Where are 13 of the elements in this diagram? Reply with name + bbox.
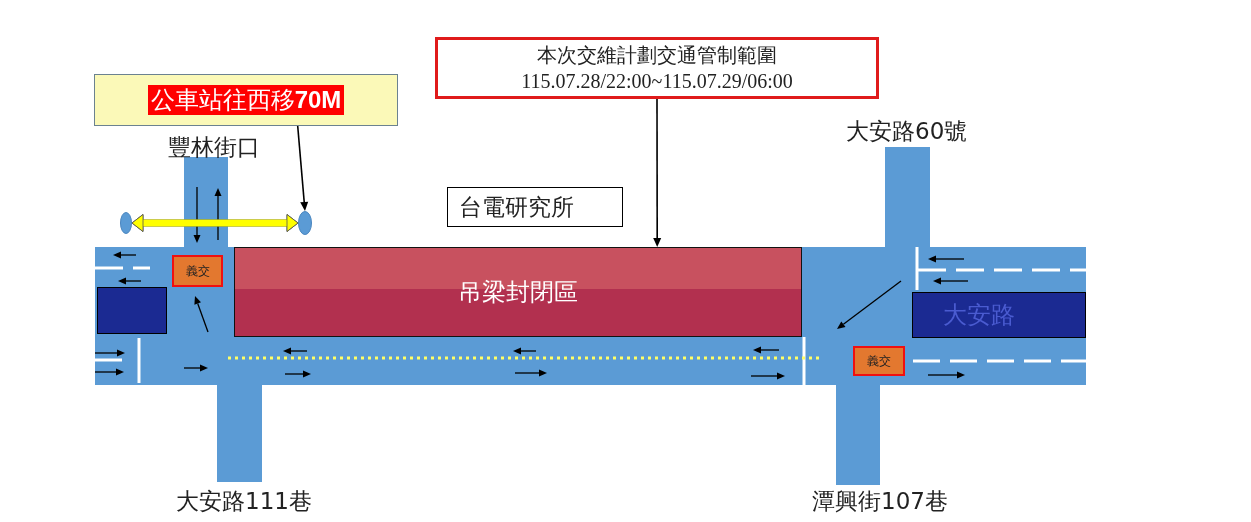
street-label: 豐林街口 — [168, 134, 260, 162]
notice-box — [435, 37, 879, 99]
street-label: 潭興街107巷 — [812, 488, 948, 516]
traffic-warden-box: 義交 — [172, 255, 223, 287]
date-range: 115.07.28/22:00~115.07.29/06:00 — [521, 69, 793, 94]
solid-block — [97, 287, 167, 334]
road-name-block: 大安路 — [912, 292, 1086, 338]
highlighted-note: 公車站往西移70M — [147, 85, 345, 115]
oval-marker — [120, 212, 132, 234]
notice-title: 本次交維計劃交通管制範圍 — [537, 43, 777, 68]
note-box — [94, 74, 398, 126]
street-label: 大安路111巷 — [176, 488, 312, 516]
street-label: 大安路60號 — [846, 118, 968, 146]
